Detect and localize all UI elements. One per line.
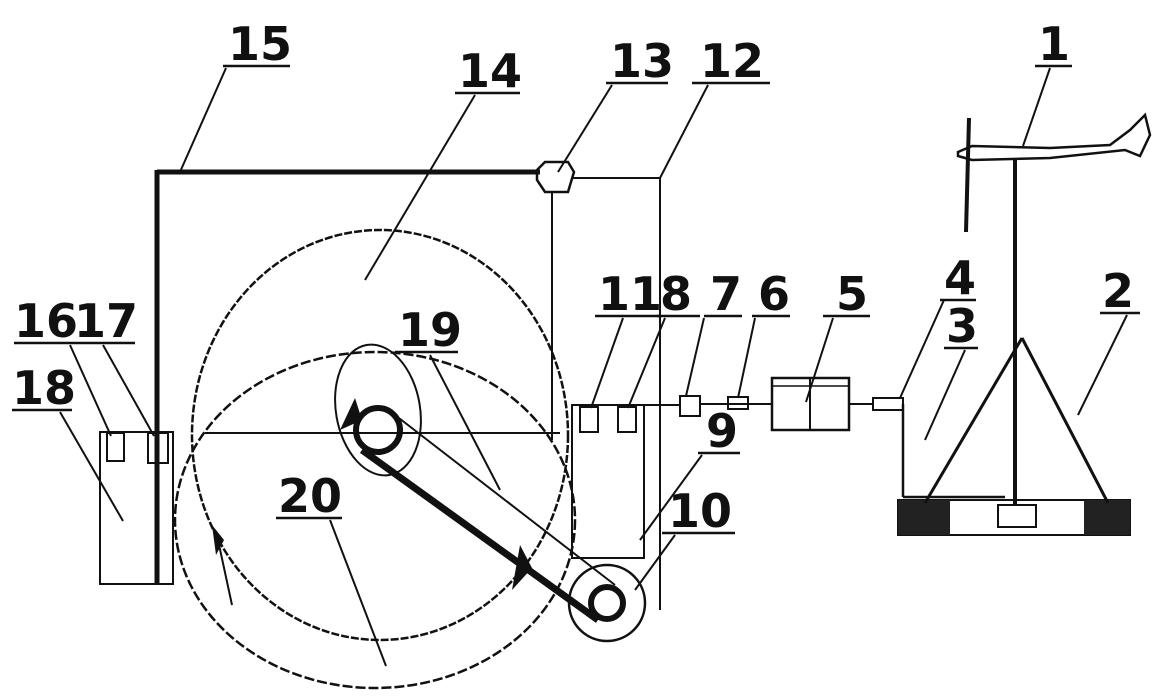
tower-strut-left: [923, 337, 1024, 504]
label-4: 4: [944, 251, 976, 305]
box-17: [147, 432, 169, 464]
large-ellipse-14: [190, 228, 570, 642]
box-8: [617, 406, 637, 433]
component-7: [679, 395, 701, 417]
label-5: 5: [836, 267, 868, 321]
hub-belt-ring: [334, 343, 422, 477]
base-center-block: [997, 504, 1037, 528]
box-11: [579, 406, 599, 433]
base-left-block: [898, 500, 950, 535]
box-16: [106, 432, 125, 462]
label-3: 3: [946, 299, 978, 353]
label-13: 13: [610, 34, 674, 88]
label-8: 8: [660, 267, 692, 321]
crank-belt-upper: [394, 414, 616, 586]
label-2: 2: [1102, 264, 1134, 318]
belt-arrow-left-shaft: [217, 539, 233, 606]
label-17: 17: [74, 294, 138, 348]
label-11: 11: [598, 267, 662, 321]
label-18: 18: [12, 361, 76, 415]
pulley-10-inner: [588, 584, 626, 622]
hub-19: [353, 405, 403, 455]
label-10: 10: [668, 484, 732, 538]
turbine-blade: [964, 117, 971, 233]
box-9: [571, 404, 645, 559]
base-right-block: [1084, 500, 1130, 535]
pulley-10-outer: [567, 563, 647, 643]
label-20: 20: [278, 469, 342, 523]
label-19: 19: [398, 303, 462, 357]
belt-arrow-upper: [340, 398, 362, 430]
label-14: 14: [458, 44, 522, 98]
label-12: 12: [700, 34, 764, 88]
pulley-13: [535, 160, 576, 194]
leader-lines: [59, 67, 1128, 667]
crank-belt-lower: [359, 447, 601, 623]
box-18: [99, 431, 174, 585]
turbine-nacelle: [956, 112, 1152, 162]
label-7: 7: [710, 267, 742, 321]
label-16: 16: [14, 294, 78, 348]
tower-strut-right: [1020, 337, 1110, 504]
outer-belt-20: [173, 350, 577, 690]
belt-arrow-right: [512, 545, 532, 590]
label-underlines: [12, 64, 1140, 535]
coupling-4: [872, 397, 904, 411]
label-9: 9: [706, 404, 738, 458]
label-6: 6: [758, 267, 790, 321]
label-1: 1: [1038, 17, 1070, 71]
label-15: 15: [228, 17, 292, 71]
